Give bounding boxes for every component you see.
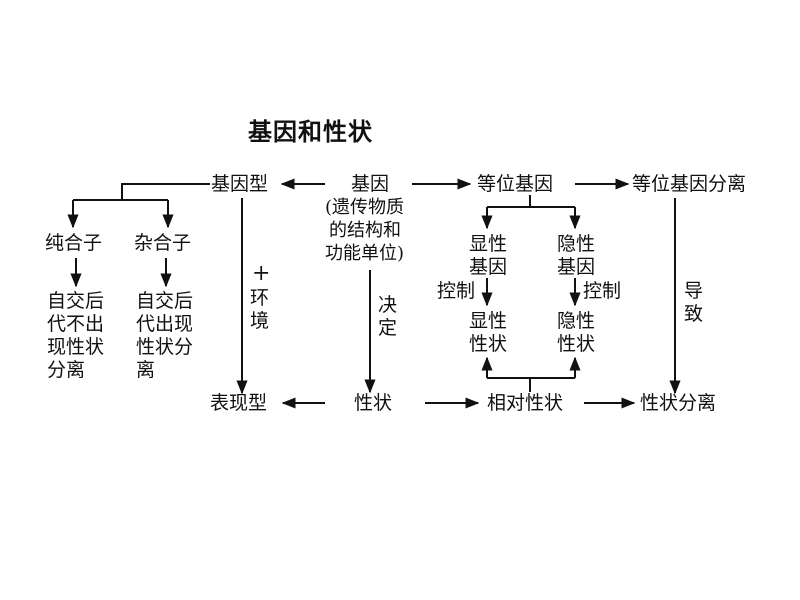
dominant-gene-line-2: 基因 (469, 256, 508, 278)
hetero-result-line-1: 自交后 (136, 290, 194, 312)
recessive-gene-line-2: 基因 (557, 256, 596, 278)
node-trait-separation: 性状分离 (640, 392, 717, 414)
node-homozygote: 纯合子 (45, 232, 103, 254)
bracket-genotype (121, 183, 210, 200)
dominant-gene-line-1: 显性 (469, 233, 508, 255)
diagram-title: 基因和性状 (248, 118, 373, 146)
node-gene-desc-2: 的结构和 (329, 220, 401, 241)
label-lead-to-2: 致 (684, 303, 704, 325)
dominant-trait-line-1: 显性 (469, 310, 508, 332)
label-control-left: 控制 (437, 280, 476, 302)
homo-result-line-3: 现性状 (47, 336, 105, 358)
label-env-1: 环 (250, 287, 270, 309)
label-decide-2: 定 (378, 317, 398, 339)
label-lead-to-1: 导 (684, 280, 704, 302)
node-allele: 等位基因 (477, 173, 554, 195)
node-phenotype: 表现型 (210, 392, 268, 414)
label-env-2: 境 (250, 310, 270, 332)
node-gene: 基因 (351, 173, 390, 195)
label-plus: + (252, 261, 271, 286)
node-allele-separation: 等位基因分离 (632, 173, 747, 195)
node-gene-desc-3: 功能单位) (325, 243, 405, 264)
node-heterozygote: 杂合子 (134, 232, 192, 254)
hetero-result-line-2: 代出现 (136, 313, 194, 335)
homo-result-line-2: 代不出 (47, 313, 105, 335)
node-genotype: 基因型 (211, 173, 269, 195)
label-control-right: 控制 (583, 280, 622, 302)
homo-result-line-4: 分离 (47, 359, 86, 381)
node-relative-trait: 相对性状 (487, 392, 564, 414)
recessive-trait-line-2: 性状 (557, 333, 596, 355)
node-trait: 性状 (354, 392, 393, 414)
node-gene-desc-1: (遗传物质 (325, 197, 405, 218)
hetero-result-line-3: 性状分 (136, 336, 194, 358)
dominant-trait-line-2: 性状 (469, 333, 508, 355)
recessive-trait-line-1: 隐性 (557, 310, 596, 332)
hetero-result-line-4: 离 (136, 359, 156, 381)
homo-result-line-1: 自交后 (47, 290, 105, 312)
label-decide-1: 决 (378, 294, 398, 316)
recessive-gene-line-1: 隐性 (557, 233, 596, 255)
